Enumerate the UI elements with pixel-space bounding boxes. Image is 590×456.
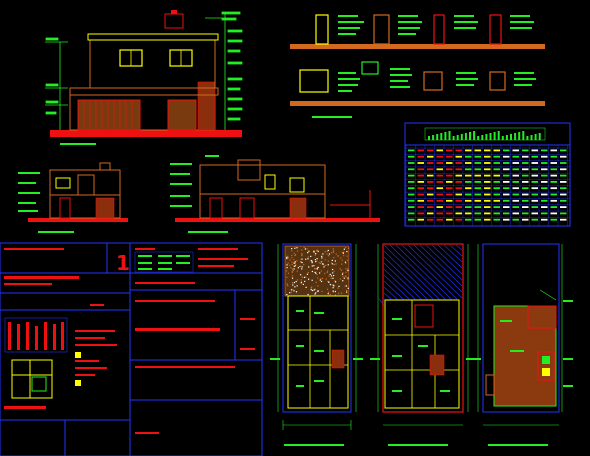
site-location-plan [11,359,53,399]
door-type-4 [489,14,502,45]
front-elevation [45,10,243,145]
floor-plan-upper [475,243,573,446]
floor-plan-roof [270,243,363,446]
side-elevation-left [18,162,128,233]
window-type-4 [489,71,506,91]
side-elevation-right [170,155,380,233]
title-block: 1 [0,242,263,456]
floor-plan-ground [370,243,476,446]
window-type-3 [423,71,443,91]
door-type-3 [433,14,445,45]
garage-door [77,99,141,131]
door-type-1 [315,14,329,45]
entry-door [167,99,197,131]
front-elevation-caption [60,143,96,145]
finish-schedule-table [404,122,571,227]
sheet-number: 1 [116,251,130,275]
brick-column [197,81,216,131]
title-block-graphic [4,317,68,353]
door-type-2 [373,14,390,45]
window-type-1 [299,69,329,93]
window-type-2 [361,61,379,75]
elevation-ground-slab [50,130,242,137]
door-window-schedule [290,14,545,118]
